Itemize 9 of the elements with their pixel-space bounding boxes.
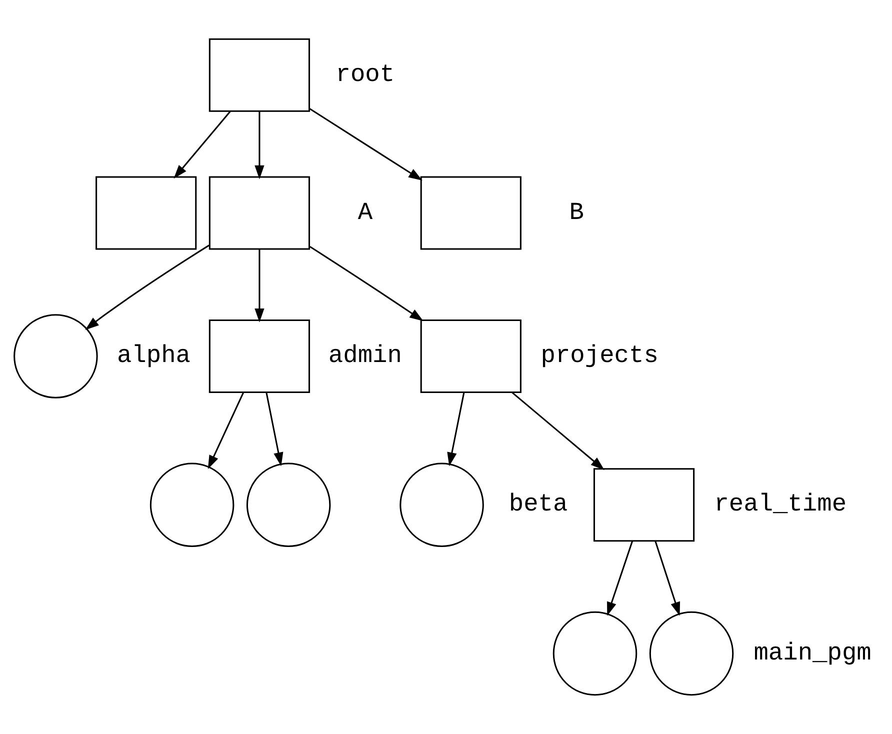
node-label: real_time: [714, 492, 847, 519]
node-label: root: [336, 62, 395, 89]
node-label: A: [358, 200, 373, 227]
node-label: B: [569, 200, 584, 227]
node-label: projects: [540, 343, 658, 370]
node-label: alpha: [116, 343, 191, 370]
node-label: beta: [508, 492, 568, 519]
node-label: main_pgm: [754, 640, 872, 668]
node-label: admin: [328, 343, 402, 370]
